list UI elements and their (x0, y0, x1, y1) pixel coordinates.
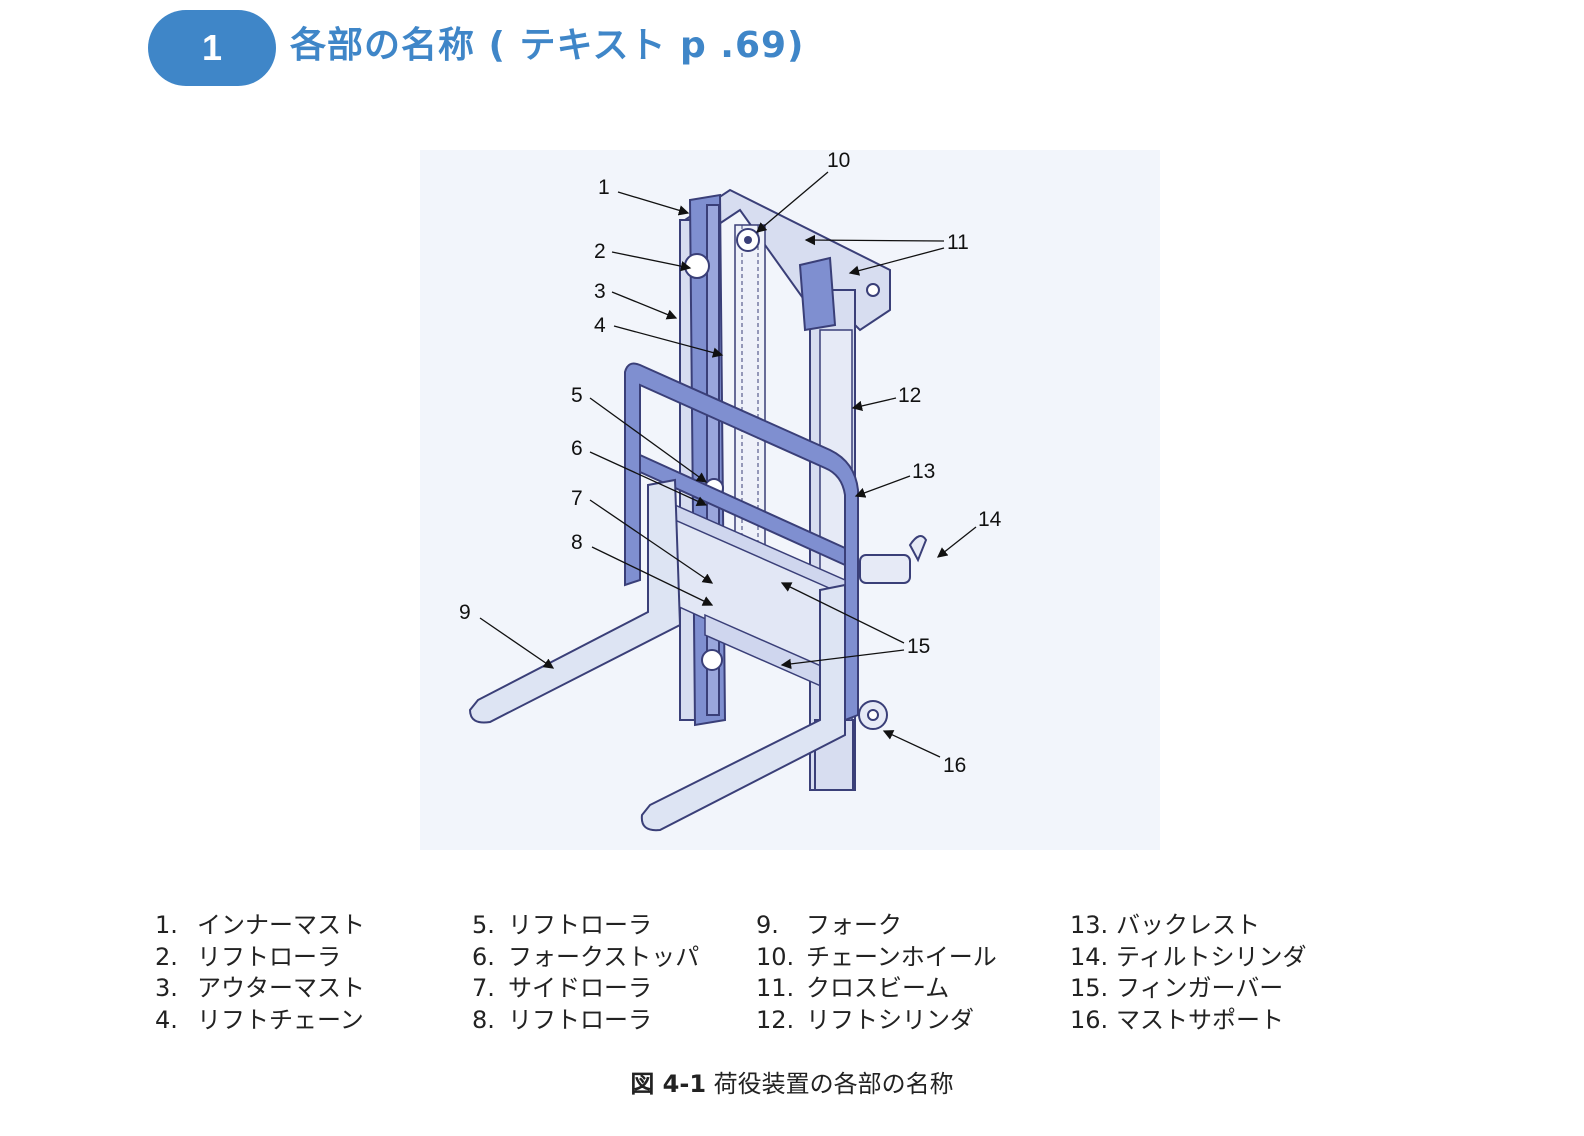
callout-16: 16 (943, 754, 966, 777)
callout-13: 13 (912, 460, 935, 483)
callout-5: 5 (571, 384, 583, 407)
callout-labels: 1 2 3 4 5 6 7 8 9 10 11 12 13 14 15 16 (459, 149, 1002, 777)
legend-item: 11.クロスビーム (756, 974, 950, 1002)
figure-title: 荷役装置の各部の名称 (713, 1070, 954, 1098)
legend-column-3: 9.フォーク 10.チェーンホイール 11.クロスビーム 12.リフトシリンダ (756, 910, 997, 1036)
callout-4: 4 (594, 314, 606, 337)
callout-3: 3 (594, 280, 606, 303)
legend-item: 15.フィンガーバー (1070, 974, 1284, 1002)
legend-item: 3.アウターマスト (155, 974, 365, 1002)
legend-item: 12.リフトシリンダ (756, 1005, 974, 1034)
leader-lines (479, 171, 977, 758)
callout-12: 12 (898, 384, 921, 407)
legend-column-1: 1.インナーマスト 2.リフトローラ 3.アウターマスト 4.リフトチェーン (155, 910, 365, 1036)
legend-column-2: 5.リフトローラ 6.フォークストッパ 7.サイドローラ 8.リフトローラ (472, 910, 699, 1036)
legend-item: 16.マストサポート (1070, 1005, 1284, 1034)
legend-item: 10.チェーンホイール (756, 942, 997, 971)
mast-support (858, 700, 888, 730)
section-number: 1 (201, 27, 223, 68)
tilt-cylinder (859, 535, 928, 584)
finger-bar (674, 503, 846, 692)
legend-item: 7.サイドローラ (472, 974, 652, 1002)
callout-2: 2 (594, 240, 606, 263)
callout-7: 7 (571, 487, 583, 510)
callout-11: 11 (947, 231, 969, 254)
backrest (624, 362, 859, 722)
forks (468, 478, 846, 832)
legend-item: 9.フォーク (756, 911, 902, 939)
legend-column-4: 13.バックレスト 14.ティルトシリンダ 15.フィンガーバー 16.マストサ… (1070, 910, 1307, 1036)
legend-item: 2.リフトローラ (155, 942, 341, 971)
callout-1: 1 (598, 176, 610, 199)
callout-10: 10 (827, 149, 850, 172)
callout-8: 8 (571, 531, 583, 554)
section-title: 各部の名称 ( テキスト p .69) (290, 25, 805, 66)
callout-9: 9 (459, 601, 471, 624)
figure-caption: 図 4-1 荷役装置の各部の名称 (0, 1064, 1584, 1099)
legend-item: 8.リフトローラ (472, 1005, 652, 1034)
callout-14: 14 (978, 508, 1002, 531)
legend-item: 1.インナーマスト (155, 911, 365, 939)
legend-item: 13.バックレスト (1070, 911, 1260, 939)
legend-item: 6.フォークストッパ (472, 942, 700, 971)
section-number-badge: 1 (148, 10, 276, 86)
legend-item: 14.ティルトシリンダ (1070, 942, 1307, 971)
figure-id: 図 4-1 (630, 1070, 707, 1098)
callout-6: 6 (571, 437, 583, 460)
legend-item: 5.リフトローラ (472, 911, 652, 939)
legend-item: 4.リフトチェーン (155, 1005, 364, 1034)
callout-15: 15 (907, 635, 930, 658)
